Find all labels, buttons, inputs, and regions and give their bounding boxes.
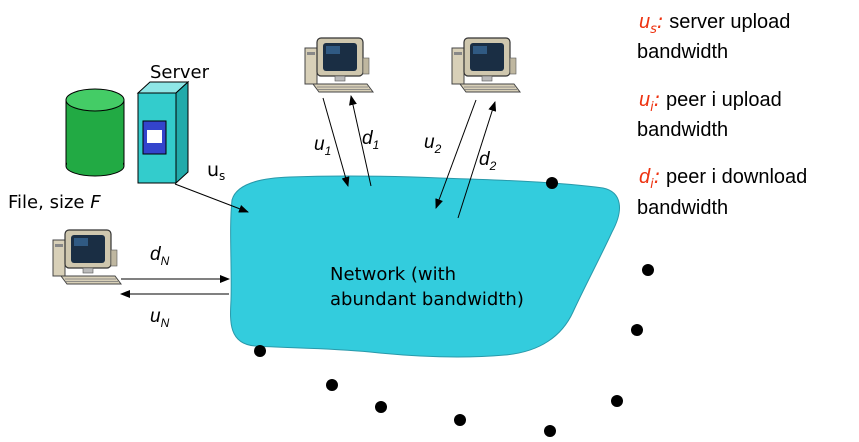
file-size-symbol: F [90, 192, 101, 213]
peer1-computer-icon [304, 37, 374, 93]
legend-peer-upload-line1: ui: peer i upload [639, 87, 782, 115]
file-label: File, size F [8, 192, 101, 213]
peer-dot [611, 395, 623, 407]
peer-dot [326, 379, 338, 391]
peer1-upload-label: u1 [314, 134, 331, 158]
peer2-upload-arrow [435, 99, 477, 209]
file-cylinder-icon [65, 88, 125, 177]
peer-dot [375, 401, 387, 413]
peer2-download-label: d2 [479, 149, 497, 173]
peer1-download-label: d1 [362, 128, 379, 152]
legend: us: server upload bandwidth ui: peer i u… [637, 9, 807, 219]
legend-peer-download-line2: bandwidth [637, 197, 728, 219]
peer-dot [254, 345, 266, 357]
peer2-download-arrow [457, 101, 497, 219]
legend-server-upload-line1: us: server upload [639, 9, 790, 37]
network-label-line2: abundant bandwidth) [330, 289, 524, 310]
peer2-computer-icon [451, 37, 521, 93]
network-cloud [230, 175, 620, 358]
legend-peer-download-line1: di: peer i download [639, 164, 807, 192]
legend-peer-upload-line2: bandwidth [637, 119, 728, 141]
server-upload-label: us [207, 159, 225, 183]
legend-server-upload-line2: bandwidth [637, 41, 728, 63]
peer-dot [544, 425, 556, 437]
peer-dot [454, 414, 466, 426]
server-label: Server [150, 62, 210, 83]
server-upload-arrow [174, 183, 249, 213]
peer2-upload-label: u2 [424, 132, 442, 156]
peerN-download-label: dN [150, 244, 170, 268]
server-icon [136, 80, 190, 185]
peer-dot [546, 177, 558, 189]
peer1-download-arrow [349, 95, 372, 187]
peer1-upload-arrow [322, 97, 350, 187]
peerN-upload-label: uN [150, 306, 170, 330]
peer-dot [631, 324, 643, 336]
network-label-line1: Network (with [330, 264, 456, 285]
peerN-computer-icon [52, 229, 122, 285]
peer-dot [642, 264, 654, 276]
additional-peers-dots [254, 177, 654, 437]
